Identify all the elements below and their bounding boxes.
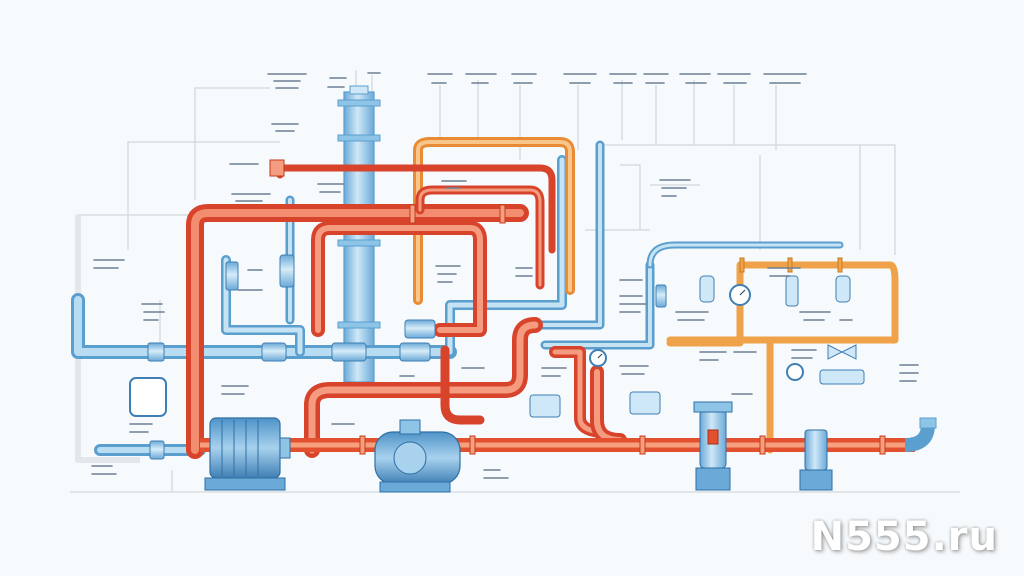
pump-icon xyxy=(693,401,733,491)
instrument-fittings xyxy=(269,159,865,418)
label-marks xyxy=(91,72,919,479)
column-flange xyxy=(337,134,381,142)
pipe-flanges xyxy=(359,204,886,455)
inline-valves xyxy=(147,254,827,461)
annotation-leaders xyxy=(77,70,896,492)
column-flange xyxy=(337,99,381,107)
gauge-icon xyxy=(729,284,751,306)
filter-icon xyxy=(835,275,851,303)
valve-icon xyxy=(655,284,667,308)
column-flange xyxy=(337,321,381,329)
gauge-icon xyxy=(589,349,607,367)
blue-main-line xyxy=(71,140,844,456)
motor-icon xyxy=(204,417,291,491)
valve-icon xyxy=(279,254,295,288)
pump-icon xyxy=(799,429,833,491)
valve-icon xyxy=(404,319,436,339)
valve-icon xyxy=(147,342,165,362)
column-flange xyxy=(337,239,381,247)
valve-icon xyxy=(331,342,367,362)
valve-icon xyxy=(261,342,287,362)
filter-icon xyxy=(699,275,715,303)
valve-icon xyxy=(399,342,431,362)
valve-icon xyxy=(225,261,239,291)
pump-icon xyxy=(374,419,461,493)
column-cap xyxy=(349,85,369,95)
filter-icon xyxy=(785,275,799,307)
orange-supply-line xyxy=(413,137,899,454)
valve-icon xyxy=(149,440,165,460)
site-watermark: N555.ru xyxy=(810,514,998,560)
gauge-icon xyxy=(129,377,167,417)
valve-icon xyxy=(827,344,857,360)
bottom-main-line xyxy=(200,417,937,452)
gauge-icon xyxy=(786,363,804,381)
